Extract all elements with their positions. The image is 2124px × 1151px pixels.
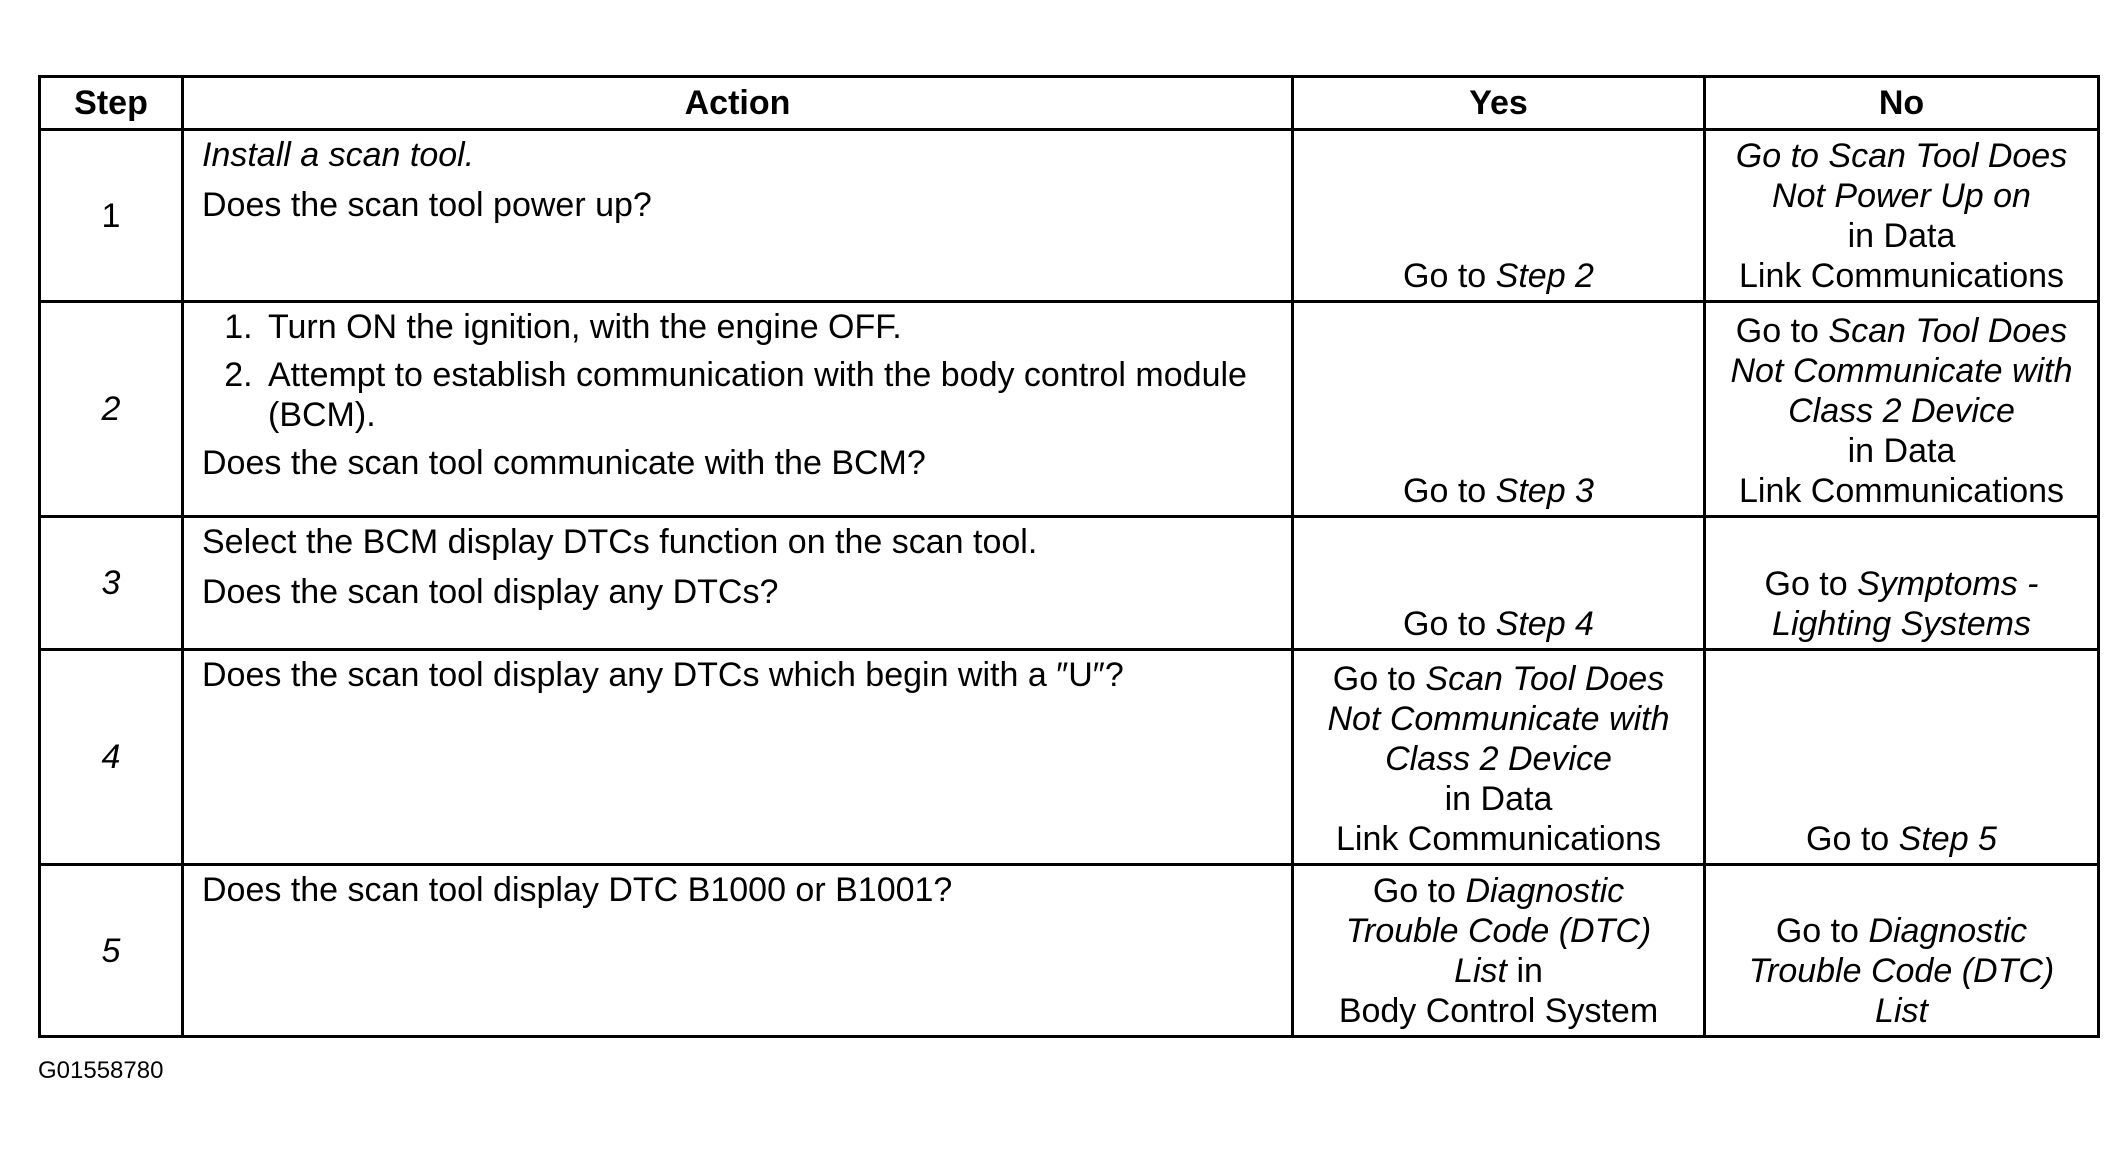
header-yes: Yes: [1291, 75, 1706, 131]
action-steps-list: Turn ON the ignition, with the engine OF…: [202, 307, 1277, 435]
action-question: Does the scan tool display any DTCs whic…: [202, 656, 1124, 694]
step-number: 4: [38, 648, 184, 866]
yes-link-cont[interactable]: Trouble Code (DTC): [1345, 912, 1652, 950]
yes-cell: Go to Step 2: [1291, 128, 1706, 303]
yes-step-link[interactable]: Step 2: [1495, 257, 1594, 295]
yes-step-link[interactable]: Step 4: [1495, 605, 1594, 643]
yes-link-cont[interactable]: List: [1454, 952, 1507, 990]
yes-cell: Go to Diagnostic Trouble Code (DTC) List…: [1291, 863, 1706, 1038]
action-cell: Does the scan tool display DTC B1000 or …: [181, 863, 1294, 1038]
step-number: 3: [38, 515, 184, 651]
no-link-cont[interactable]: Class 2 Device: [1788, 392, 2015, 430]
step-number: 5: [38, 863, 184, 1038]
yes-text: in Data: [1444, 780, 1553, 818]
yes-go-text: Go to: [1403, 257, 1487, 295]
header-step: Step: [38, 75, 184, 131]
table-row: 4 Does the scan tool display any DTCs wh…: [38, 648, 2100, 866]
yes-link[interactable]: Diagnostic: [1465, 872, 1625, 910]
no-go-text: Go to: [1775, 912, 1859, 950]
no-step-link[interactable]: Step 5: [1898, 820, 1997, 858]
no-text: Link Communications: [1738, 472, 2065, 510]
yes-step-link[interactable]: Step 3: [1495, 472, 1594, 510]
no-link-cont[interactable]: Lighting Systems: [1772, 605, 2031, 643]
yes-cell: Go to Scan Tool Does Not Communicate wit…: [1291, 648, 1706, 866]
yes-text: Body Control System: [1338, 992, 1659, 1030]
no-cell: Go to Step 5: [1703, 648, 2100, 866]
no-link-cont[interactable]: Trouble Code (DTC): [1748, 952, 2055, 990]
no-cell: Go to Scan Tool Does Not Power Up on in …: [1703, 128, 2100, 303]
figure-id: G01558780: [38, 1057, 164, 1084]
no-cell: Go to Scan Tool Does Not Communicate wit…: [1703, 300, 2100, 518]
yes-go-text: Go to: [1403, 605, 1487, 643]
table-row: 3 Select the BCM display DTCs function o…: [38, 515, 2100, 651]
no-text: in Data: [1847, 217, 1956, 255]
header-action: Action: [181, 75, 1294, 131]
diagnostic-table: Step Action Yes No 1 Install a scan tool…: [38, 75, 2100, 1038]
no-cell: Go to Diagnostic Trouble Code (DTC) List: [1703, 863, 2100, 1038]
table-row: 2 Turn ON the ignition, with the engine …: [38, 300, 2100, 518]
no-go-text: Go to: [1764, 565, 1848, 603]
header-row: Step Action Yes No: [38, 75, 2100, 131]
action-text: Select the BCM display DTCs function on …: [202, 523, 1038, 561]
action-cell: Select the BCM display DTCs function on …: [181, 515, 1294, 651]
action-cell: Does the scan tool display any DTCs whic…: [181, 648, 1294, 866]
no-cell: Go to Symptoms - Lighting Systems: [1703, 515, 2100, 651]
action-text: Install a scan tool.: [202, 136, 475, 174]
action-step-item: Attempt to establish communication with …: [262, 355, 1277, 435]
no-link-cont[interactable]: Not Power Up on: [1772, 177, 2031, 215]
no-link[interactable]: Scan Tool Does: [1828, 312, 2068, 350]
no-link-cont[interactable]: Not Communicate with: [1730, 352, 2073, 390]
yes-cell: Go to Step 3: [1291, 300, 1706, 518]
yes-text: in: [1516, 952, 1543, 990]
table-row: 5 Does the scan tool display DTC B1000 o…: [38, 863, 2100, 1038]
action-question: Does the scan tool display DTC B1000 or …: [202, 871, 953, 909]
yes-cell: Go to Step 4: [1291, 515, 1706, 651]
yes-link-cont[interactable]: Not Communicate with: [1327, 700, 1670, 738]
action-question: Does the scan tool communicate with the …: [202, 444, 926, 482]
yes-go-text: Go to: [1403, 472, 1487, 510]
no-link[interactable]: Diagnostic: [1868, 912, 2028, 950]
no-link-cont[interactable]: List: [1875, 992, 1928, 1030]
diagnostic-table-wrapper: Step Action Yes No 1 Install a scan tool…: [38, 75, 2100, 1038]
no-text: in Data: [1847, 432, 1956, 470]
yes-go-text: Go to: [1372, 872, 1456, 910]
action-question: Does the scan tool display any DTCs?: [202, 573, 779, 611]
no-go-text: Go to: [1735, 137, 1819, 175]
yes-text: Link Communications: [1335, 820, 1662, 858]
header-no: No: [1703, 75, 2100, 131]
yes-go-text: Go to: [1332, 660, 1416, 698]
yes-link[interactable]: Scan Tool Does: [1425, 660, 1665, 698]
no-link[interactable]: Symptoms -: [1857, 565, 2039, 603]
step-number: 2: [38, 300, 184, 518]
table-row: 1 Install a scan tool. Does the scan too…: [38, 128, 2100, 303]
yes-link-cont[interactable]: Class 2 Device: [1385, 740, 1612, 778]
action-question: Does the scan tool power up?: [202, 186, 652, 224]
no-go-text: Go to: [1735, 312, 1819, 350]
step-number: 1: [38, 128, 184, 303]
action-cell: Install a scan tool. Does the scan tool …: [181, 128, 1294, 303]
no-go-text: Go to: [1806, 820, 1890, 858]
no-link[interactable]: Scan Tool Does: [1828, 137, 2068, 175]
action-cell: Turn ON the ignition, with the engine OF…: [181, 300, 1294, 518]
action-step-item: Turn ON the ignition, with the engine OF…: [262, 307, 1277, 347]
no-text: Link Communications: [1738, 257, 2065, 295]
